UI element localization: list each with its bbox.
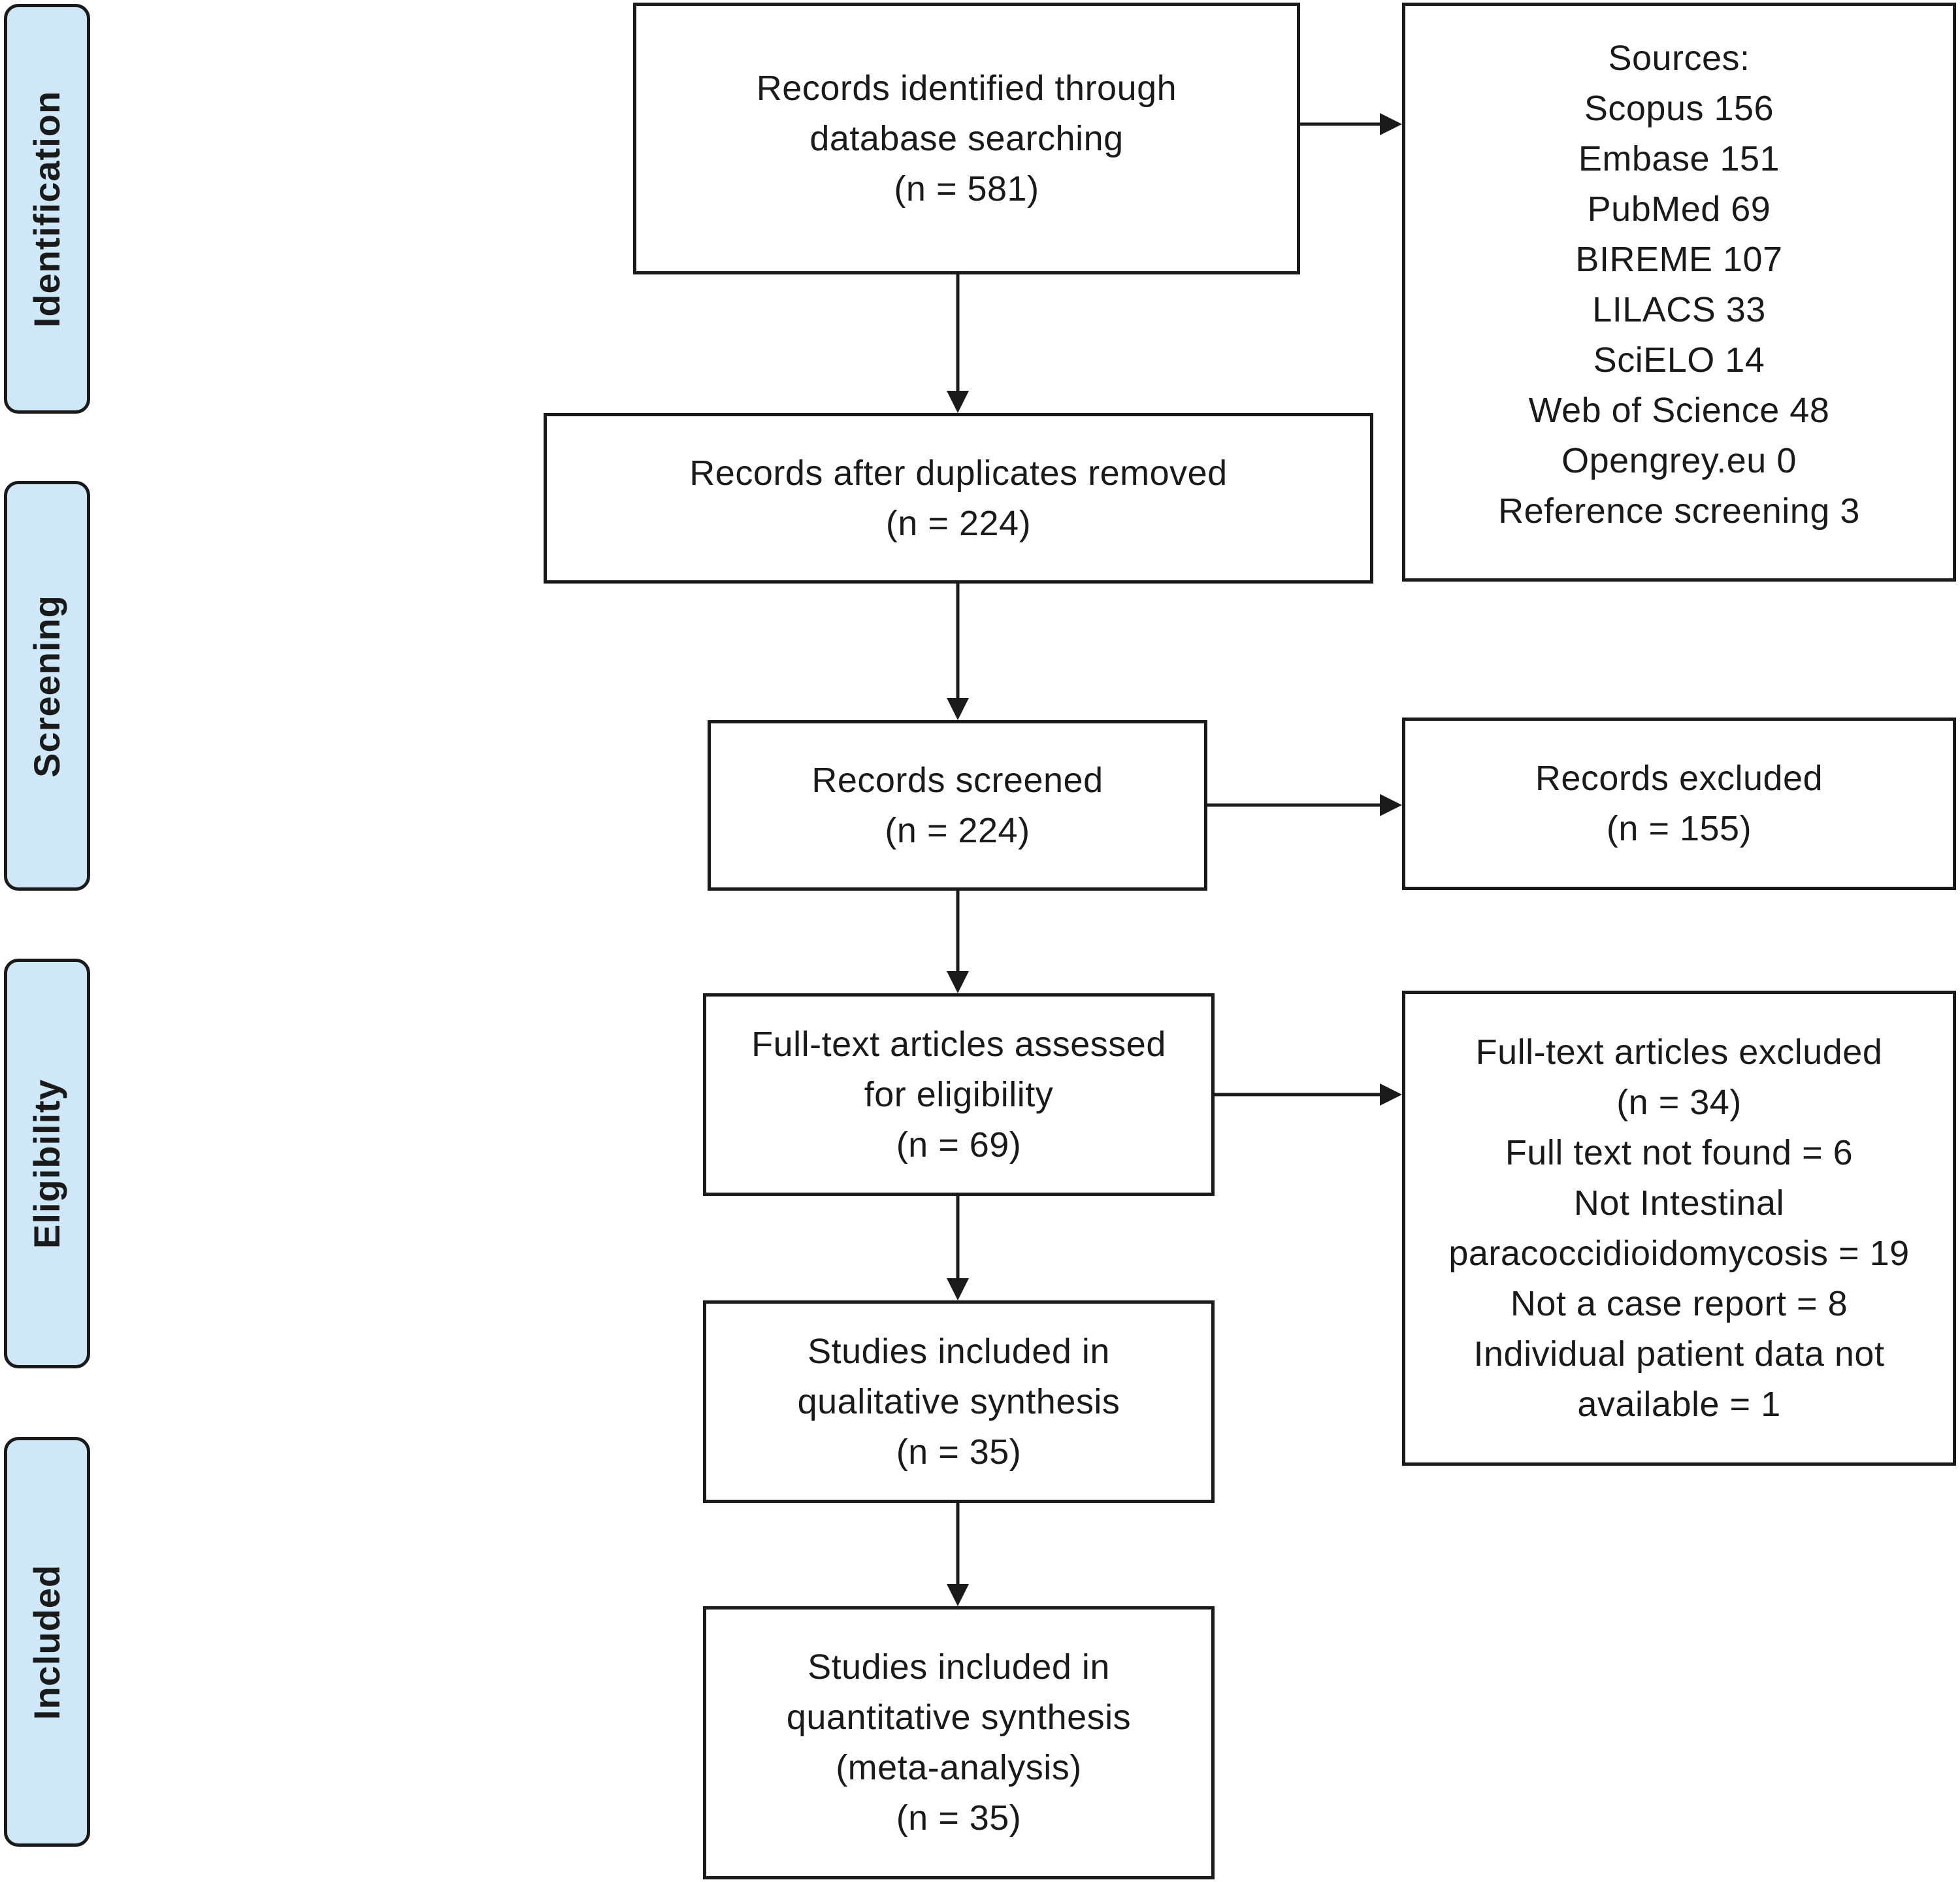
text-line: for eligibility	[864, 1074, 1054, 1114]
text-line: (n = 34)	[1616, 1082, 1742, 1122]
box-fulltext-excluded-text: Full-text articles excluded (n = 34) Ful…	[1448, 1027, 1909, 1430]
text-line: Full-text articles assessed	[751, 1024, 1166, 1064]
text-line: (n = 224)	[885, 810, 1030, 850]
text-line: Studies included in	[808, 1331, 1110, 1371]
text-line: Records excluded	[1535, 759, 1823, 798]
text-line: Full-text articles excluded	[1475, 1032, 1883, 1072]
text-line: (n = 224)	[885, 503, 1032, 543]
text-line: Opengrey.eu 0	[1561, 441, 1797, 480]
box-records-excluded-text: Records excluded (n = 155)	[1535, 753, 1823, 854]
box-records-screened: Records screened (n = 224)	[708, 720, 1207, 891]
text-line: Records after duplicates removed	[689, 453, 1228, 493]
box-fulltext-excluded: Full-text articles excluded (n = 34) Ful…	[1402, 991, 1956, 1466]
box-sources: Sources: Scopus 156 Embase 151 PubMed 69…	[1402, 3, 1956, 582]
phase-label-eligibility: Eligibility	[26, 1078, 67, 1249]
phase-eligibility: Eligibility	[4, 959, 90, 1368]
text-line: Embase 151	[1578, 139, 1780, 178]
arrowhead-screened	[947, 698, 969, 720]
text-line: (n = 581)	[894, 169, 1039, 208]
text-line: (meta-analysis)	[836, 1748, 1082, 1787]
text-line: LILACS 33	[1592, 290, 1766, 329]
text-line: Records screened	[811, 760, 1103, 800]
text-line: BIREME 107	[1575, 240, 1783, 279]
arrowhead-sources	[1380, 113, 1402, 135]
phase-screening: Screening	[4, 481, 90, 891]
box-records-identified-text: Records identified through database sear…	[757, 63, 1177, 214]
box-duplicates-removed-text: Records after duplicates removed (n = 22…	[689, 448, 1227, 549]
text-line: Sources:	[1608, 39, 1750, 78]
text-line: Not a case report = 8	[1510, 1283, 1848, 1323]
text-line: Web of Science 48	[1528, 391, 1830, 430]
text-line: Full text not found = 6	[1505, 1132, 1854, 1172]
text-line: (n = 35)	[896, 1798, 1022, 1838]
arrowhead-excluded	[1380, 794, 1402, 816]
box-fulltext-assessed-text: Full-text articles assessed for eligibil…	[751, 1019, 1166, 1170]
box-duplicates-removed: Records after duplicates removed (n = 22…	[544, 413, 1373, 584]
box-records-excluded: Records excluded (n = 155)	[1402, 718, 1956, 890]
text-line: (n = 69)	[896, 1125, 1022, 1164]
text-line: (n = 35)	[896, 1432, 1022, 1472]
text-line: Reference screening 3	[1498, 491, 1860, 531]
text-line: quantitative synthesis	[786, 1698, 1132, 1737]
phase-identification: Identification	[4, 4, 90, 414]
text-line: qualitative synthesis	[797, 1381, 1120, 1421]
box-records-screened-text: Records screened (n = 224)	[811, 755, 1103, 856]
phase-included: Included	[4, 1437, 90, 1847]
text-line: available = 1	[1577, 1384, 1781, 1424]
arrowhead-quantitative	[947, 1584, 969, 1606]
text-line: Records identified through	[756, 68, 1177, 108]
box-quantitative-synthesis: Studies included in quantitative synthes…	[703, 1606, 1215, 1879]
text-line: PubMed 69	[1587, 190, 1771, 229]
text-line: Studies included in	[808, 1647, 1110, 1687]
text-line: SciELO 14	[1593, 340, 1765, 380]
text-line: Scopus 156	[1584, 89, 1774, 128]
box-records-identified: Records identified through database sear…	[633, 3, 1300, 274]
box-quantitative-synthesis-text: Studies included in quantitative synthes…	[787, 1642, 1131, 1843]
text-line: (n = 155)	[1606, 809, 1752, 848]
box-sources-text: Sources: Scopus 156 Embase 151 PubMed 69…	[1498, 6, 1860, 537]
phase-label-included: Included	[26, 1564, 67, 1720]
text-line: Not Intestinal	[1573, 1183, 1785, 1223]
box-qualitative-synthesis-text: Studies included in qualitative synthesi…	[798, 1327, 1120, 1478]
text-line: paracoccidioidomycosis = 19	[1448, 1233, 1910, 1273]
box-fulltext-assessed: Full-text articles assessed for eligibil…	[703, 993, 1215, 1196]
text-line: Individual patient data not	[1473, 1334, 1885, 1374]
box-qualitative-synthesis: Studies included in qualitative synthesi…	[703, 1300, 1215, 1503]
arrowhead-fulltext-excluded	[1380, 1083, 1402, 1106]
text-line: database searching	[809, 118, 1124, 158]
arrowhead-duplicates	[947, 391, 969, 413]
arrowhead-qualitative	[947, 1278, 969, 1300]
phase-label-screening: Screening	[26, 594, 67, 778]
arrowhead-fulltext	[947, 971, 969, 993]
phase-label-identification: Identification	[26, 90, 67, 327]
